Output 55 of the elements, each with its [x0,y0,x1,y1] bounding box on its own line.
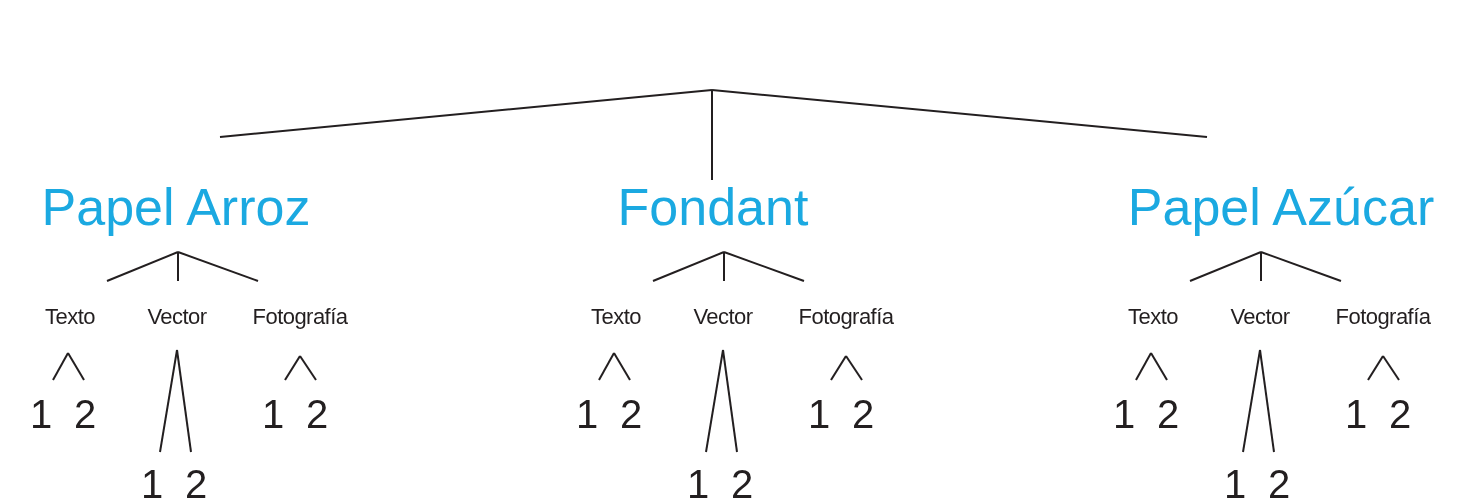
tree-line [284,355,301,381]
subcategory-label: Fotografía [252,306,348,328]
number-label: 2 [184,464,208,503]
tree-line [1150,352,1168,381]
subcategory-label: Texto [591,306,641,328]
tree-line [177,251,259,282]
number-label: 2 [851,394,875,434]
number-label: 2 [1267,464,1291,503]
tree-line [830,355,847,381]
tree-line [299,355,317,381]
tree-line [1135,352,1152,381]
number-label: 2 [1156,394,1180,434]
subcategory-label: Vector [1230,306,1290,328]
tree-line [711,89,713,181]
subcategory-label: Texto [1128,306,1178,328]
number-label: 2 [73,394,97,434]
tree-line [613,352,631,381]
number-label: 1 [1223,464,1247,503]
tree-line [652,251,725,282]
subcategory-label: Vector [693,306,753,328]
number-label: 1 [807,394,831,434]
number-label: 1 [140,464,164,503]
number-label: 2 [619,394,643,434]
tree-line [845,355,863,381]
tree-line [711,89,1208,138]
tree-line [219,89,713,138]
tree-line [723,251,805,282]
number-label: 1 [686,464,710,503]
tree-line [176,349,192,453]
category-label: Fondant [617,181,809,233]
tree-line [598,352,615,381]
tree-line [106,251,179,282]
number-label: 2 [730,464,754,503]
number-label: 2 [1388,394,1412,434]
tree-line [1259,349,1275,453]
number-label: 1 [1112,394,1136,434]
tree-line [1189,251,1262,282]
number-label: 2 [305,394,329,434]
tree-line [52,352,69,381]
tree-line [1260,251,1262,282]
tree-line [723,251,725,282]
number-label: 1 [29,394,53,434]
subcategory-label: Fotografía [1335,306,1431,328]
subcategory-label: Texto [45,306,95,328]
tree-line [722,349,738,453]
subcategory-label: Vector [147,306,207,328]
tree-line [1260,251,1342,282]
number-label: 1 [575,394,599,434]
subcategory-label: Fotografía [798,306,894,328]
tree-line [67,352,85,381]
number-label: 1 [261,394,285,434]
tree-line [1382,355,1400,381]
number-label: 1 [1344,394,1368,434]
tree-line [1367,355,1384,381]
tree-line [177,251,179,282]
